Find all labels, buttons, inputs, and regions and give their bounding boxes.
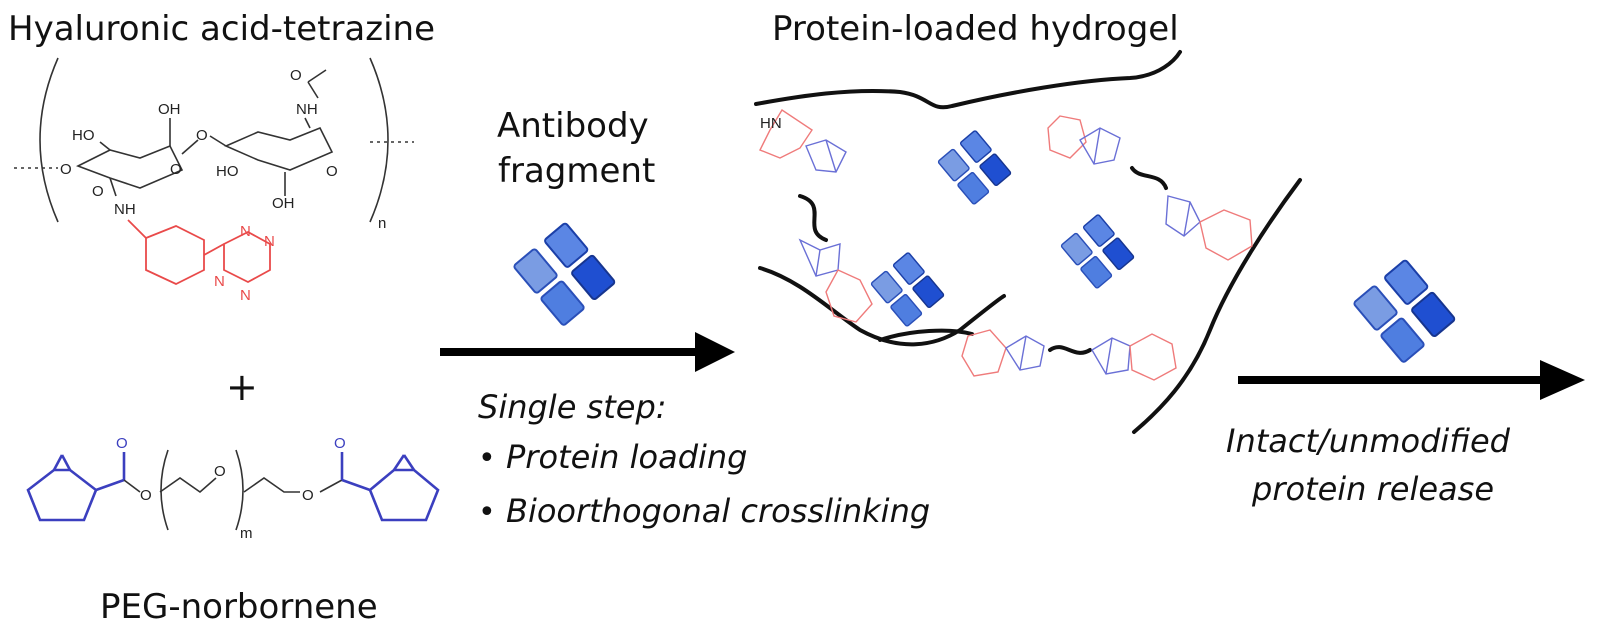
svg-text:O: O xyxy=(116,435,128,452)
release-label-line1: Intact/unmodified xyxy=(1226,422,1511,460)
svg-text:O: O xyxy=(302,487,314,504)
svg-text:O: O xyxy=(214,463,226,480)
svg-text:O: O xyxy=(92,183,104,200)
hydrogel-protein-icon xyxy=(1060,213,1136,290)
svg-text:NH: NH xyxy=(114,201,136,218)
hydrogel-network: HN xyxy=(754,50,1302,434)
ha-tetrazine-title: Hyaluronic acid-tetrazine xyxy=(8,9,435,49)
svg-text:HO: HO xyxy=(72,127,95,144)
svg-text:m: m xyxy=(240,525,253,542)
svg-text:N: N xyxy=(240,223,251,240)
antibody-label-line2: fragment xyxy=(498,151,655,191)
release-label-line2: protein release xyxy=(1251,470,1494,508)
bullet-dot-2: • xyxy=(478,495,496,530)
svg-text:O: O xyxy=(140,487,152,504)
svg-text:n: n xyxy=(378,215,386,232)
peg-norbornene-title: PEG-norbornene xyxy=(100,587,378,627)
hydrogel-title: Protein-loaded hydrogel xyxy=(772,9,1179,49)
plus-sign: + xyxy=(226,365,258,409)
ha-tetrazine-structure: n O HO OH O O HO OH O NH O O NH xyxy=(14,57,414,304)
bullet-bioorthogonal-crosslinking: Bioorthogonal crosslinking xyxy=(506,492,930,530)
release-arrow xyxy=(1238,360,1585,400)
reaction-arrow xyxy=(440,332,735,372)
antibody-fragment-icon xyxy=(512,221,617,327)
svg-text:HO: HO xyxy=(216,163,239,180)
svg-text:O: O xyxy=(170,161,182,178)
hydrogel-protein-icon xyxy=(937,129,1013,206)
svg-text:O: O xyxy=(334,435,346,452)
svg-text:OH: OH xyxy=(272,195,295,212)
hydrogel-protein-icon xyxy=(870,251,946,328)
single-step-label: Single step: xyxy=(478,388,667,426)
released-protein-icon xyxy=(1352,258,1457,364)
bullet-dot-1: • xyxy=(478,441,496,476)
svg-text:HN: HN xyxy=(760,115,782,132)
svg-text:O: O xyxy=(290,67,302,84)
antibody-label-line1: Antibody xyxy=(497,106,649,146)
bullet-protein-loading: Protein loading xyxy=(506,438,747,476)
svg-text:OH: OH xyxy=(158,101,181,118)
svg-text:NH: NH xyxy=(296,101,318,118)
svg-text:O: O xyxy=(60,161,72,178)
svg-text:O: O xyxy=(326,163,338,180)
svg-text:N: N xyxy=(214,273,225,290)
svg-text:N: N xyxy=(240,287,251,304)
svg-text:O: O xyxy=(196,127,208,144)
svg-text:N: N xyxy=(264,233,275,250)
peg-norbornene-structure: O O O m O O xyxy=(26,435,440,542)
